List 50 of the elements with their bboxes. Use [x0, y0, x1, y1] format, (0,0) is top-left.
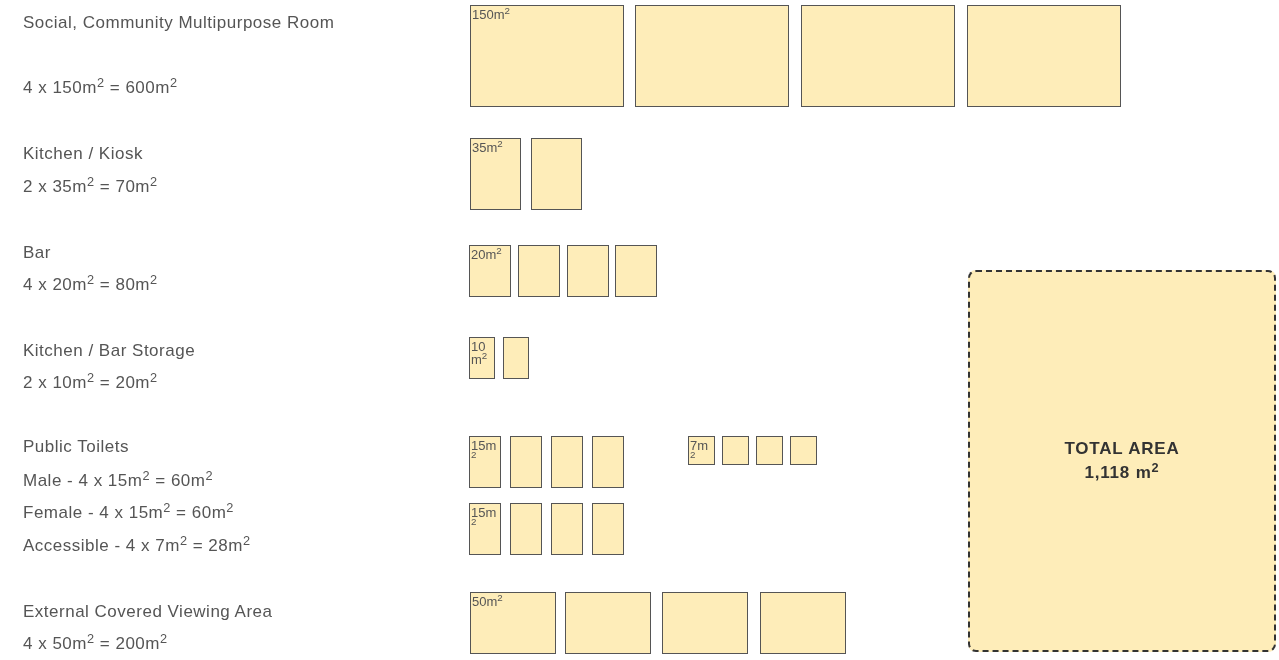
total-area-text: 1,118 m$^{2}$ [1084, 461, 1160, 484]
room-box [470, 138, 521, 210]
area-note: Kitchen / Bar Storage [23, 340, 197, 362]
room-box [662, 592, 748, 654]
area-note: 4 x 50m$^{2}$ = 200m$^{2}$ [23, 629, 169, 655]
room-box [567, 245, 609, 297]
room-box [756, 436, 783, 465]
area-note: Female - 4 x 15m$^{2}$ = 60m$^{2}$ [23, 498, 235, 524]
room-box [531, 138, 582, 210]
room-box [469, 436, 501, 488]
area-note: Kitchen / Kiosk [23, 143, 144, 165]
room-box [503, 337, 529, 379]
room-box [790, 436, 817, 465]
area-note: 4 x 150m$^{2}$ = 600m$^{2}$ [23, 73, 179, 99]
total-area-box [968, 270, 1276, 652]
room-box [615, 245, 657, 297]
area-label: 150m$^{2}$ [471, 6, 511, 21]
room-box [688, 436, 715, 465]
room-box [592, 436, 624, 488]
room-box [510, 436, 542, 488]
area-note: 4 x 20m$^{2}$ = 80m$^{2}$ [23, 270, 159, 296]
room-box [551, 436, 583, 488]
area-label: 20m$^{2}$ [470, 246, 503, 261]
area-label: 10m$^{2}$ [470, 338, 489, 366]
room-box [635, 5, 789, 107]
room-box [760, 592, 846, 654]
room-box [565, 592, 651, 654]
area-note: Public Toilets [23, 436, 130, 458]
area-label: 35m$^{2}$ [471, 139, 504, 154]
area-note: 2 x 35m$^{2}$ = 70m$^{2}$ [23, 172, 159, 198]
total-area-text: TOTAL AREA [1064, 438, 1180, 460]
area-note: Accessible - 4 x 7m$^{2}$ = 28m$^{2}$ [23, 531, 252, 557]
room-box [469, 245, 511, 297]
room-box [469, 337, 495, 379]
area-label: 50m$^{2}$ [471, 593, 504, 608]
room-box [510, 503, 542, 555]
room-box [551, 503, 583, 555]
room-box [592, 503, 624, 555]
room-box [722, 436, 749, 465]
room-box [470, 592, 556, 654]
room-box [967, 5, 1121, 107]
room-box [518, 245, 560, 297]
room-box [801, 5, 955, 107]
area-note: 2 x 10m$^{2}$ = 20m$^{2}$ [23, 368, 159, 394]
area-note: Bar [23, 242, 52, 264]
room-box [469, 503, 501, 555]
area-note: Male - 4 x 15m$^{2}$ = 60m$^{2}$ [23, 466, 215, 492]
area-note: Social, Community Multipurpose Room [23, 12, 336, 34]
area-note: External Covered Viewing Area [23, 601, 274, 623]
room-box [470, 5, 624, 107]
